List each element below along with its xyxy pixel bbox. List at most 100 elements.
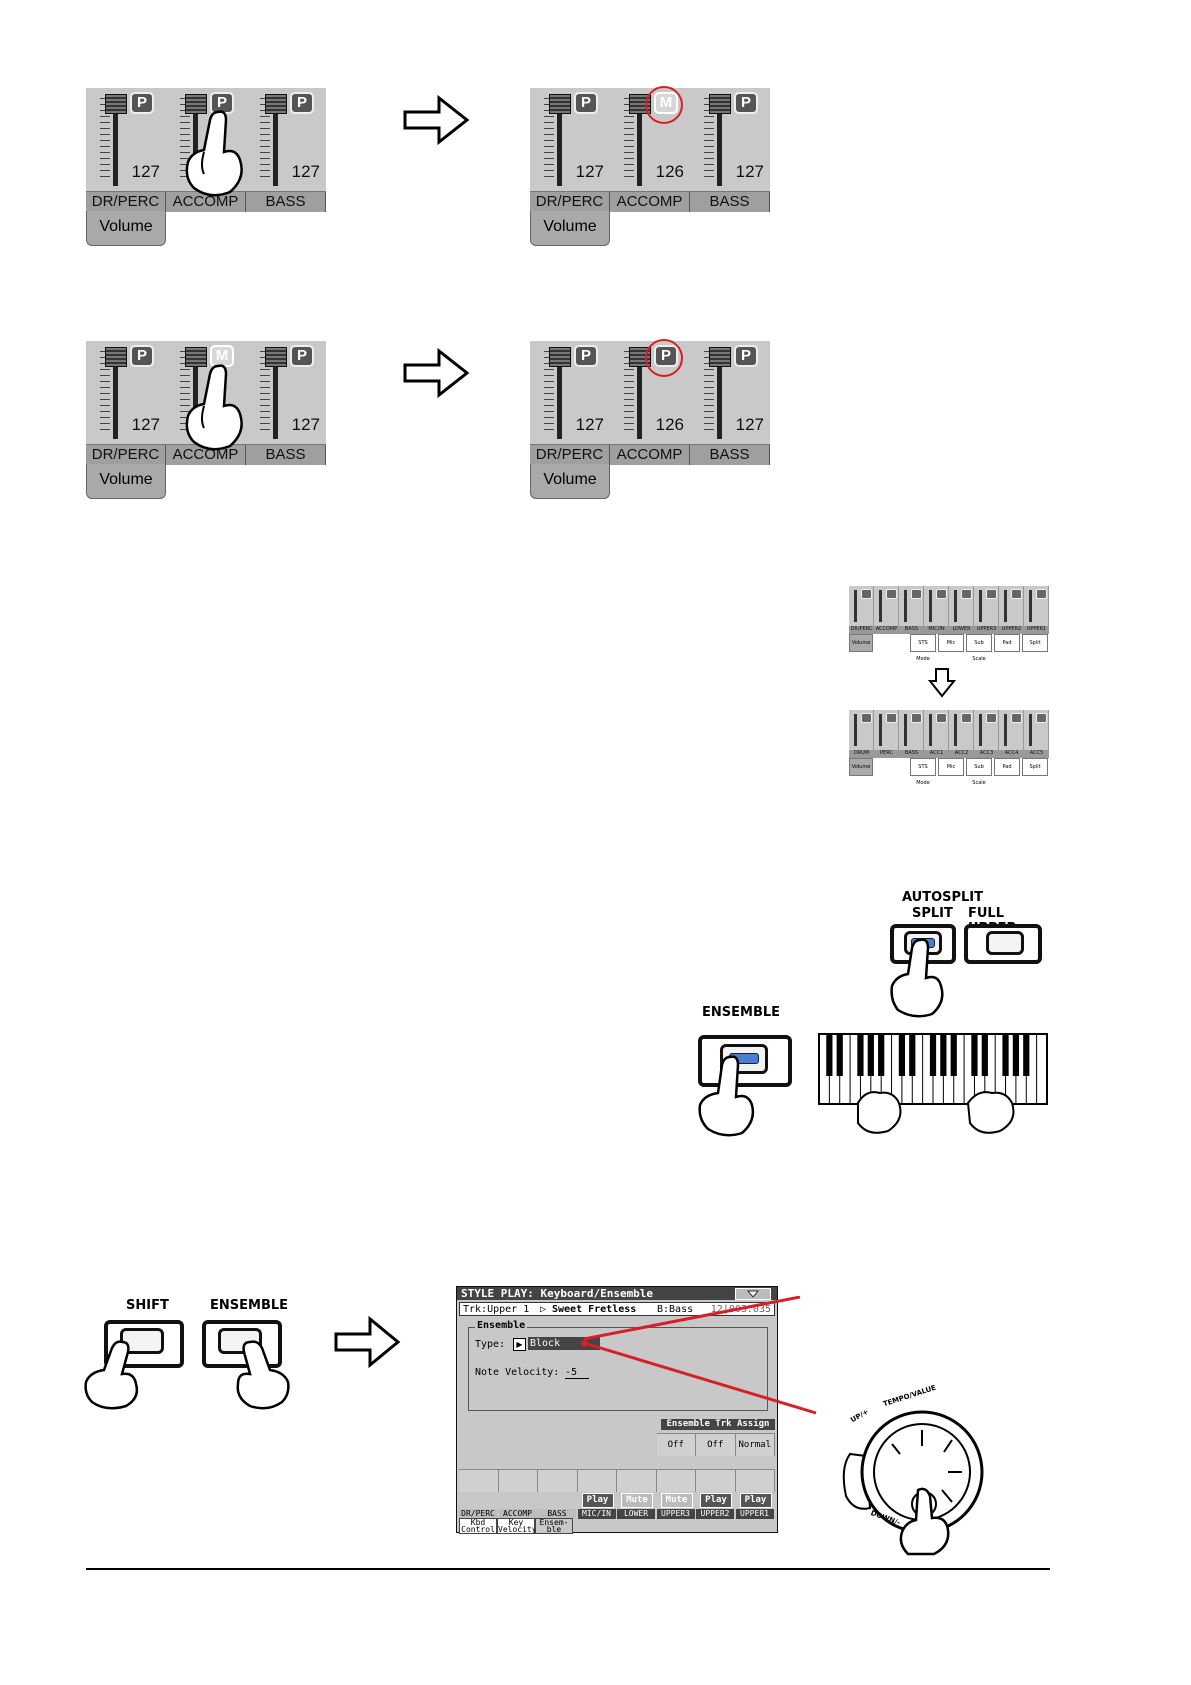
dial-knob-icon[interactable] [836,1386,996,1556]
mini-volume-tab[interactable]: Volume [849,634,873,652]
mute-button[interactable]: Mute [621,1493,653,1508]
keyboard-icon [818,1033,1048,1134]
mini-channel-label: UPPER1 [1026,626,1047,632]
play-button[interactable]: P [734,345,758,367]
pointing-hand-icon [185,110,243,197]
play-button[interactable]: P [130,92,154,114]
type-arrow-icon[interactable]: ▶ [513,1338,526,1351]
mini-channel-label: ACC1 [929,750,944,756]
mini-channel [899,710,924,750]
ensemble-label: ENSEMBLE [210,1298,289,1313]
keyboard-illustration [818,1033,1048,1138]
track-cell [498,1469,538,1492]
mini-function-button[interactable]: Pad [994,634,1020,652]
track-label: ACCOMP [498,1509,537,1519]
volume-value: 127 [735,415,764,434]
play-button[interactable]: Play [739,1493,772,1508]
mini-function-button[interactable]: Mic [938,634,964,652]
mini-channel-label: UPPER3 [976,626,997,632]
arrow-right-icon [334,1316,401,1368]
track-label: UPPER3 [656,1509,695,1519]
mini-channel [999,586,1024,626]
screen-tab[interactable]: Ensem-ble [535,1518,573,1534]
ensemble-button[interactable] [202,1320,282,1368]
volume-tab[interactable]: Volume [530,464,610,499]
mini-function-button[interactable]: Split [1022,634,1048,652]
mini-function-button[interactable]: STS Mode [910,634,936,662]
mini-channel [899,586,924,626]
mixer-channel-strip: P 127 [690,88,770,191]
volume-tab[interactable]: Volume [530,211,610,246]
play-button[interactable]: P [574,92,598,114]
mini-channel-label: MIC/IN [928,626,945,632]
channel-label: ACCOMP [166,445,246,465]
split-label: SPLIT [912,906,953,921]
mini-function-button[interactable]: Sub Scale [966,634,992,662]
mini-volume-tab[interactable]: Volume [849,758,873,776]
track-label: LOWER [617,1509,655,1519]
fader-knob[interactable] [105,94,127,114]
fader-knob[interactable] [549,347,571,367]
page-menu-button[interactable] [735,1288,771,1300]
fader-knob[interactable] [105,347,127,367]
full-upper-button[interactable] [964,924,1042,964]
volume-tab[interactable]: Volume [86,464,166,499]
velocity-value-field[interactable]: -5 [565,1367,589,1379]
channel-label: BASS [246,445,326,465]
mute-button[interactable]: M [210,345,234,367]
chevron-down-icon [746,1290,760,1298]
play-button[interactable]: P [130,345,154,367]
mini-channel [849,586,874,626]
assign-value[interactable]: Normal [735,1433,775,1456]
mini-channel [949,586,974,626]
play-button[interactable]: P [574,345,598,367]
mini-function-button[interactable]: Sub Scale [966,758,992,786]
mini-function-button[interactable]: STS Mode [910,758,936,786]
volume-value: 127 [291,162,320,181]
mini-channel [1024,710,1049,750]
volume-tab[interactable]: Volume [86,211,166,246]
mini-channel [974,586,999,626]
play-button[interactable]: Play [700,1493,732,1508]
play-button[interactable]: P [290,345,314,367]
volume-value: 127 [735,162,764,181]
fader-knob[interactable] [549,94,571,114]
mini-channel-label: ACC5 [1029,750,1044,756]
fader-knob[interactable] [709,94,731,114]
fader-knob[interactable] [265,347,287,367]
mini-channel [874,710,899,750]
channel-label: ACCOMP [610,445,690,465]
mini-channel [924,710,949,750]
assign-value[interactable]: Off [696,1433,736,1456]
mini-channel [949,710,974,750]
assign-value[interactable]: Off [656,1433,696,1456]
mini-function-button[interactable]: Split [1022,758,1048,776]
fader-knob[interactable] [185,94,207,114]
velocity-label: Note Velocity: [475,1367,560,1378]
play-button[interactable]: P [290,92,314,114]
channel-label: BASS [246,192,326,212]
type-label: Type: [475,1339,506,1350]
fader-knob[interactable] [185,347,207,367]
mini-function-button[interactable]: Pad [994,758,1020,776]
mini-channel-label: ACCOMP [875,626,898,632]
arrow-down-icon [928,668,956,698]
shift-label: SHIFT [126,1298,169,1313]
volume-value: 127 [131,415,160,434]
mute-button[interactable]: Mute [660,1493,693,1508]
track-cell [617,1469,657,1492]
play-button[interactable]: Play [581,1493,614,1508]
volume-value: 127 [291,415,320,434]
play-button[interactable]: P [734,92,758,114]
fader-knob[interactable] [709,347,731,367]
channel-label: DR/PERC [86,445,166,465]
mixer-channel-strip: P 127 [86,341,166,444]
shift-ensemble-panel: SHIFT ENSEMBLE [82,1298,302,1410]
fader-knob[interactable] [265,94,287,114]
mini-function-button[interactable]: Mic [938,758,964,776]
ensemble-small-button[interactable] [698,1035,792,1087]
